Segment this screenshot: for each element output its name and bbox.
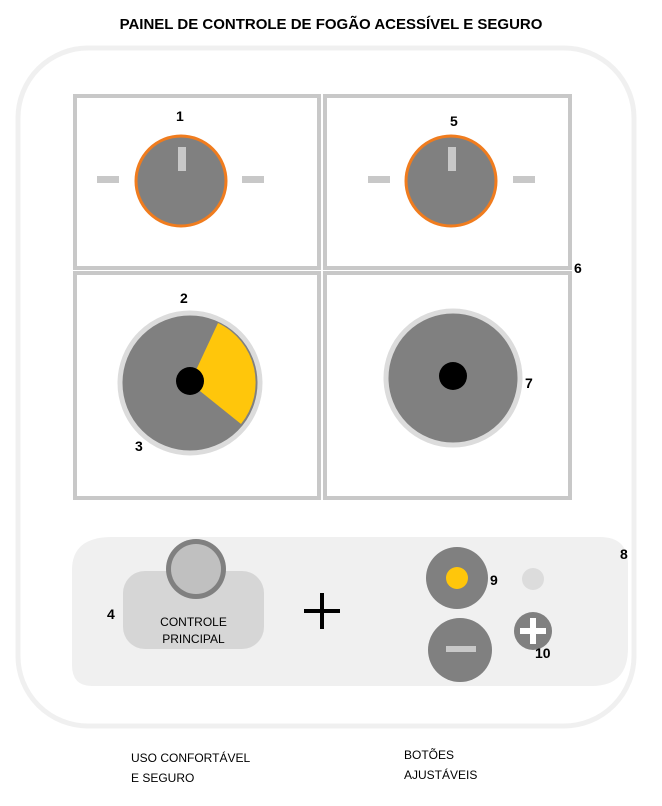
burner-7-center (439, 362, 467, 390)
burner-7 (383, 308, 523, 448)
caption-right: BOTÕES AJUSTÁVEIS (404, 745, 477, 785)
caption-left-line2: E SEGURO (131, 771, 195, 785)
knob-1-left-mark (97, 176, 119, 183)
label-3: 3 (135, 438, 143, 454)
label-2: 2 (180, 290, 188, 306)
knob-5 (368, 134, 535, 228)
label-1: 1 (176, 108, 184, 124)
knob-5-left-mark (368, 176, 390, 183)
main-control-pad (123, 571, 264, 649)
main-control-line2: PRINCIPAL (162, 632, 225, 646)
diagram-title: PAINEL DE CONTROLE DE FOGÃO ACESSÍVEL E … (119, 16, 543, 33)
plus-button-10-v (530, 618, 536, 644)
caption-left-line1: USO CONFORTÁVEL (131, 751, 251, 765)
label-4: 4 (107, 606, 115, 622)
plus-icon (304, 593, 340, 629)
knob-1-pointer (178, 147, 186, 171)
burner-2-center (176, 367, 204, 395)
label-5: 5 (450, 113, 458, 129)
label-7: 7 (525, 375, 533, 391)
knob-5-pointer (448, 147, 456, 171)
label-10: 10 (535, 645, 551, 661)
knob-5-right-mark (513, 176, 535, 183)
knob-1-right-mark (242, 176, 264, 183)
caption-right-line2: AJUSTÁVEIS (404, 768, 478, 782)
knob-1-dial (134, 134, 228, 228)
knob-1 (97, 134, 264, 228)
caption-left: USO CONFORTÁVEL E SEGURO (131, 748, 250, 788)
label-9: 9 (490, 572, 498, 588)
main-control-knob-inner (171, 544, 221, 594)
label-6: 6 (574, 260, 582, 276)
button-9-indicator (446, 567, 468, 589)
burner-2 (117, 310, 263, 456)
status-light (522, 568, 544, 590)
caption-right-line1: BOTÕES (404, 748, 455, 762)
main-control-label: CONTROLE PRINCIPAL (123, 614, 264, 648)
minus-icon (446, 646, 476, 652)
burner-2-heat-indicator (190, 323, 256, 424)
knob-5-dial (404, 134, 498, 228)
label-8: 8 (620, 546, 628, 562)
main-control-line1: CONTROLE (160, 615, 227, 629)
